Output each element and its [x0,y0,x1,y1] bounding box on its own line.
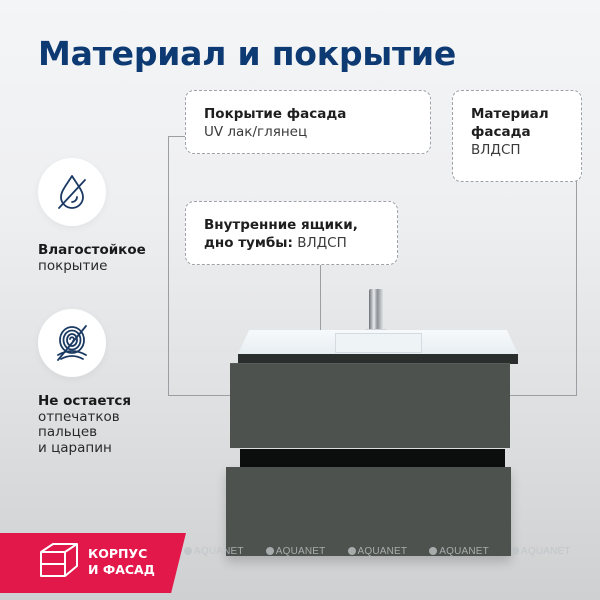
watermark-row: AQUANET AQUANET AQUANET AQUANET AQUANET [184,544,571,558]
watermark: AQUANET [184,544,244,558]
connector-right-vertical [576,152,577,396]
category-ribbon [0,533,186,593]
callout-value: ВЛДСП [297,235,347,251]
connector-left-top [168,136,185,137]
water-drop-crossed-icon [58,175,86,209]
feature-text: пальцев [38,424,98,440]
callout-facade-coating: Покрытие фасада UV лак/глянец [185,90,431,154]
callout-label-line1: Внутренние ящики, [204,217,358,233]
ribbon-line2: И ФАСАД [88,562,155,577]
ribbon-label: КОРПУС И ФАСАД [88,546,155,578]
feature-no-fingerprints: Не остается отпечатков пальцев и царапин [38,309,168,456]
watermark: AQUANET [265,544,326,558]
connector-left-bottom [168,395,230,396]
feature-label: Не остается отпечатков пальцев и царапин [38,393,168,456]
callout-label-line2: дно тумбы: [204,235,293,251]
callout-label: Покрытие фасада [204,106,347,122]
connector-right-bottom [510,395,577,396]
feature-icon-circle [38,309,106,377]
feature-text: покрытие [38,257,108,274]
callout-label-line2: фасада [471,124,531,140]
lower-drawer [226,467,511,556]
callout-label-line1: Материал [471,106,549,122]
sink-bowl [335,333,422,353]
upper-drawer [230,363,510,448]
page-title: Материал и покрытие [38,34,457,73]
connector-left-vertical [168,136,169,395]
watermark: AQUANET [347,544,408,558]
box-icon [40,543,78,577]
callout-facade-material: Материал фасада ВЛДСП [452,90,582,182]
drawer-gap [240,449,505,467]
feature-moisture-resistant: Влагостойкое покрытие [38,158,168,274]
callout-value: ВЛДСП [471,142,521,158]
feature-text: отпечатков [38,408,120,425]
cabinet-top-strip [238,354,518,364]
feature-title: Не остается [38,393,132,409]
feature-label: Влагостойкое покрытие [38,242,168,274]
connector-center-vertical [320,265,321,330]
faucet [369,289,383,331]
fingerprint-crossed-icon [57,325,87,361]
callout-value: UV лак/глянец [204,124,308,140]
feature-icon-circle [38,158,106,226]
watermark: AQUANET [429,544,489,558]
watermark: AQUANET [511,544,571,558]
feature-text: и царапин [38,439,112,456]
feature-title: Влагостойкое [38,242,146,258]
ribbon-line1: КОРПУС [88,546,148,561]
callout-inner-drawers: Внутренние ящики, дно тумбы: ВЛДСП [185,201,398,265]
